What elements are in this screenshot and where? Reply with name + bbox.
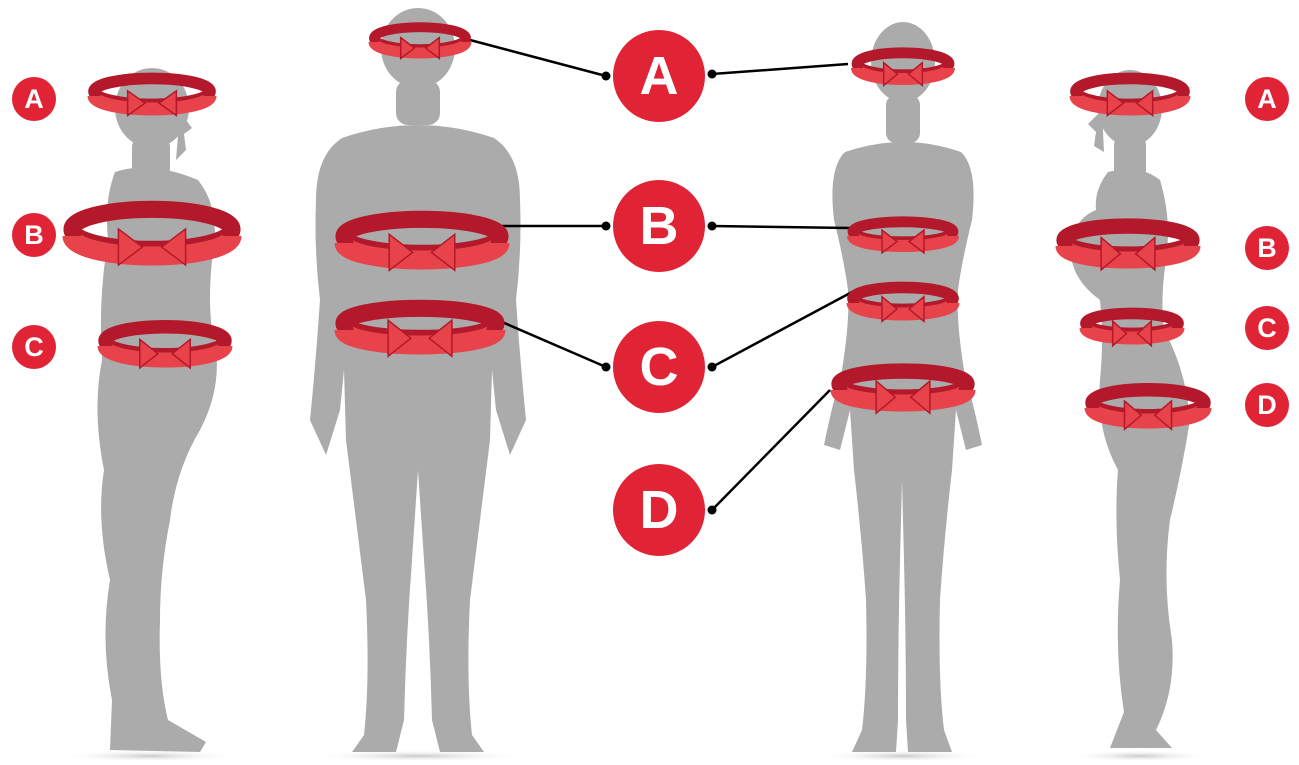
badge-left-b: B bbox=[12, 213, 56, 257]
badge-center-c: C bbox=[613, 321, 705, 413]
circular-measure-arrow-icon bbox=[1086, 313, 1178, 345]
badge-right-c: C bbox=[1245, 306, 1289, 350]
badge-right-d: D bbox=[1245, 383, 1289, 427]
badge-center-a: A bbox=[613, 30, 705, 122]
badge-center-b: B bbox=[613, 180, 705, 272]
dot-icon bbox=[708, 506, 717, 515]
male-side-silhouette bbox=[97, 68, 216, 752]
circular-measure-arrow-icon bbox=[839, 371, 967, 413]
badge-left-c: C bbox=[12, 325, 56, 369]
floor-shadow bbox=[818, 750, 988, 760]
floor-shadow bbox=[1070, 750, 1210, 760]
circular-measure-arrow-icon bbox=[344, 308, 496, 356]
floor-shadow bbox=[308, 750, 528, 760]
floor-shadow bbox=[60, 750, 240, 760]
badge-center-d: D bbox=[613, 464, 705, 556]
badge-right-b: B bbox=[1245, 226, 1289, 270]
dot-icon bbox=[602, 222, 611, 231]
dot-icon bbox=[708, 363, 717, 372]
circular-measure-arrow-icon bbox=[853, 222, 953, 253]
circular-measure-arrow-icon bbox=[1064, 226, 1192, 270]
dot-icon bbox=[602, 72, 611, 81]
male-front-silhouette bbox=[310, 8, 526, 752]
circular-measure-arrow-icon bbox=[1092, 390, 1204, 430]
dot-icon bbox=[602, 363, 611, 372]
dot-icon bbox=[708, 70, 717, 79]
circular-measure-arrow-icon bbox=[344, 219, 500, 270]
leader-dots bbox=[602, 70, 717, 515]
badge-left-a: A bbox=[12, 77, 56, 121]
badge-right-a: A bbox=[1245, 77, 1289, 121]
dot-icon bbox=[708, 222, 717, 231]
circular-measure-arrow-icon bbox=[853, 287, 953, 321]
